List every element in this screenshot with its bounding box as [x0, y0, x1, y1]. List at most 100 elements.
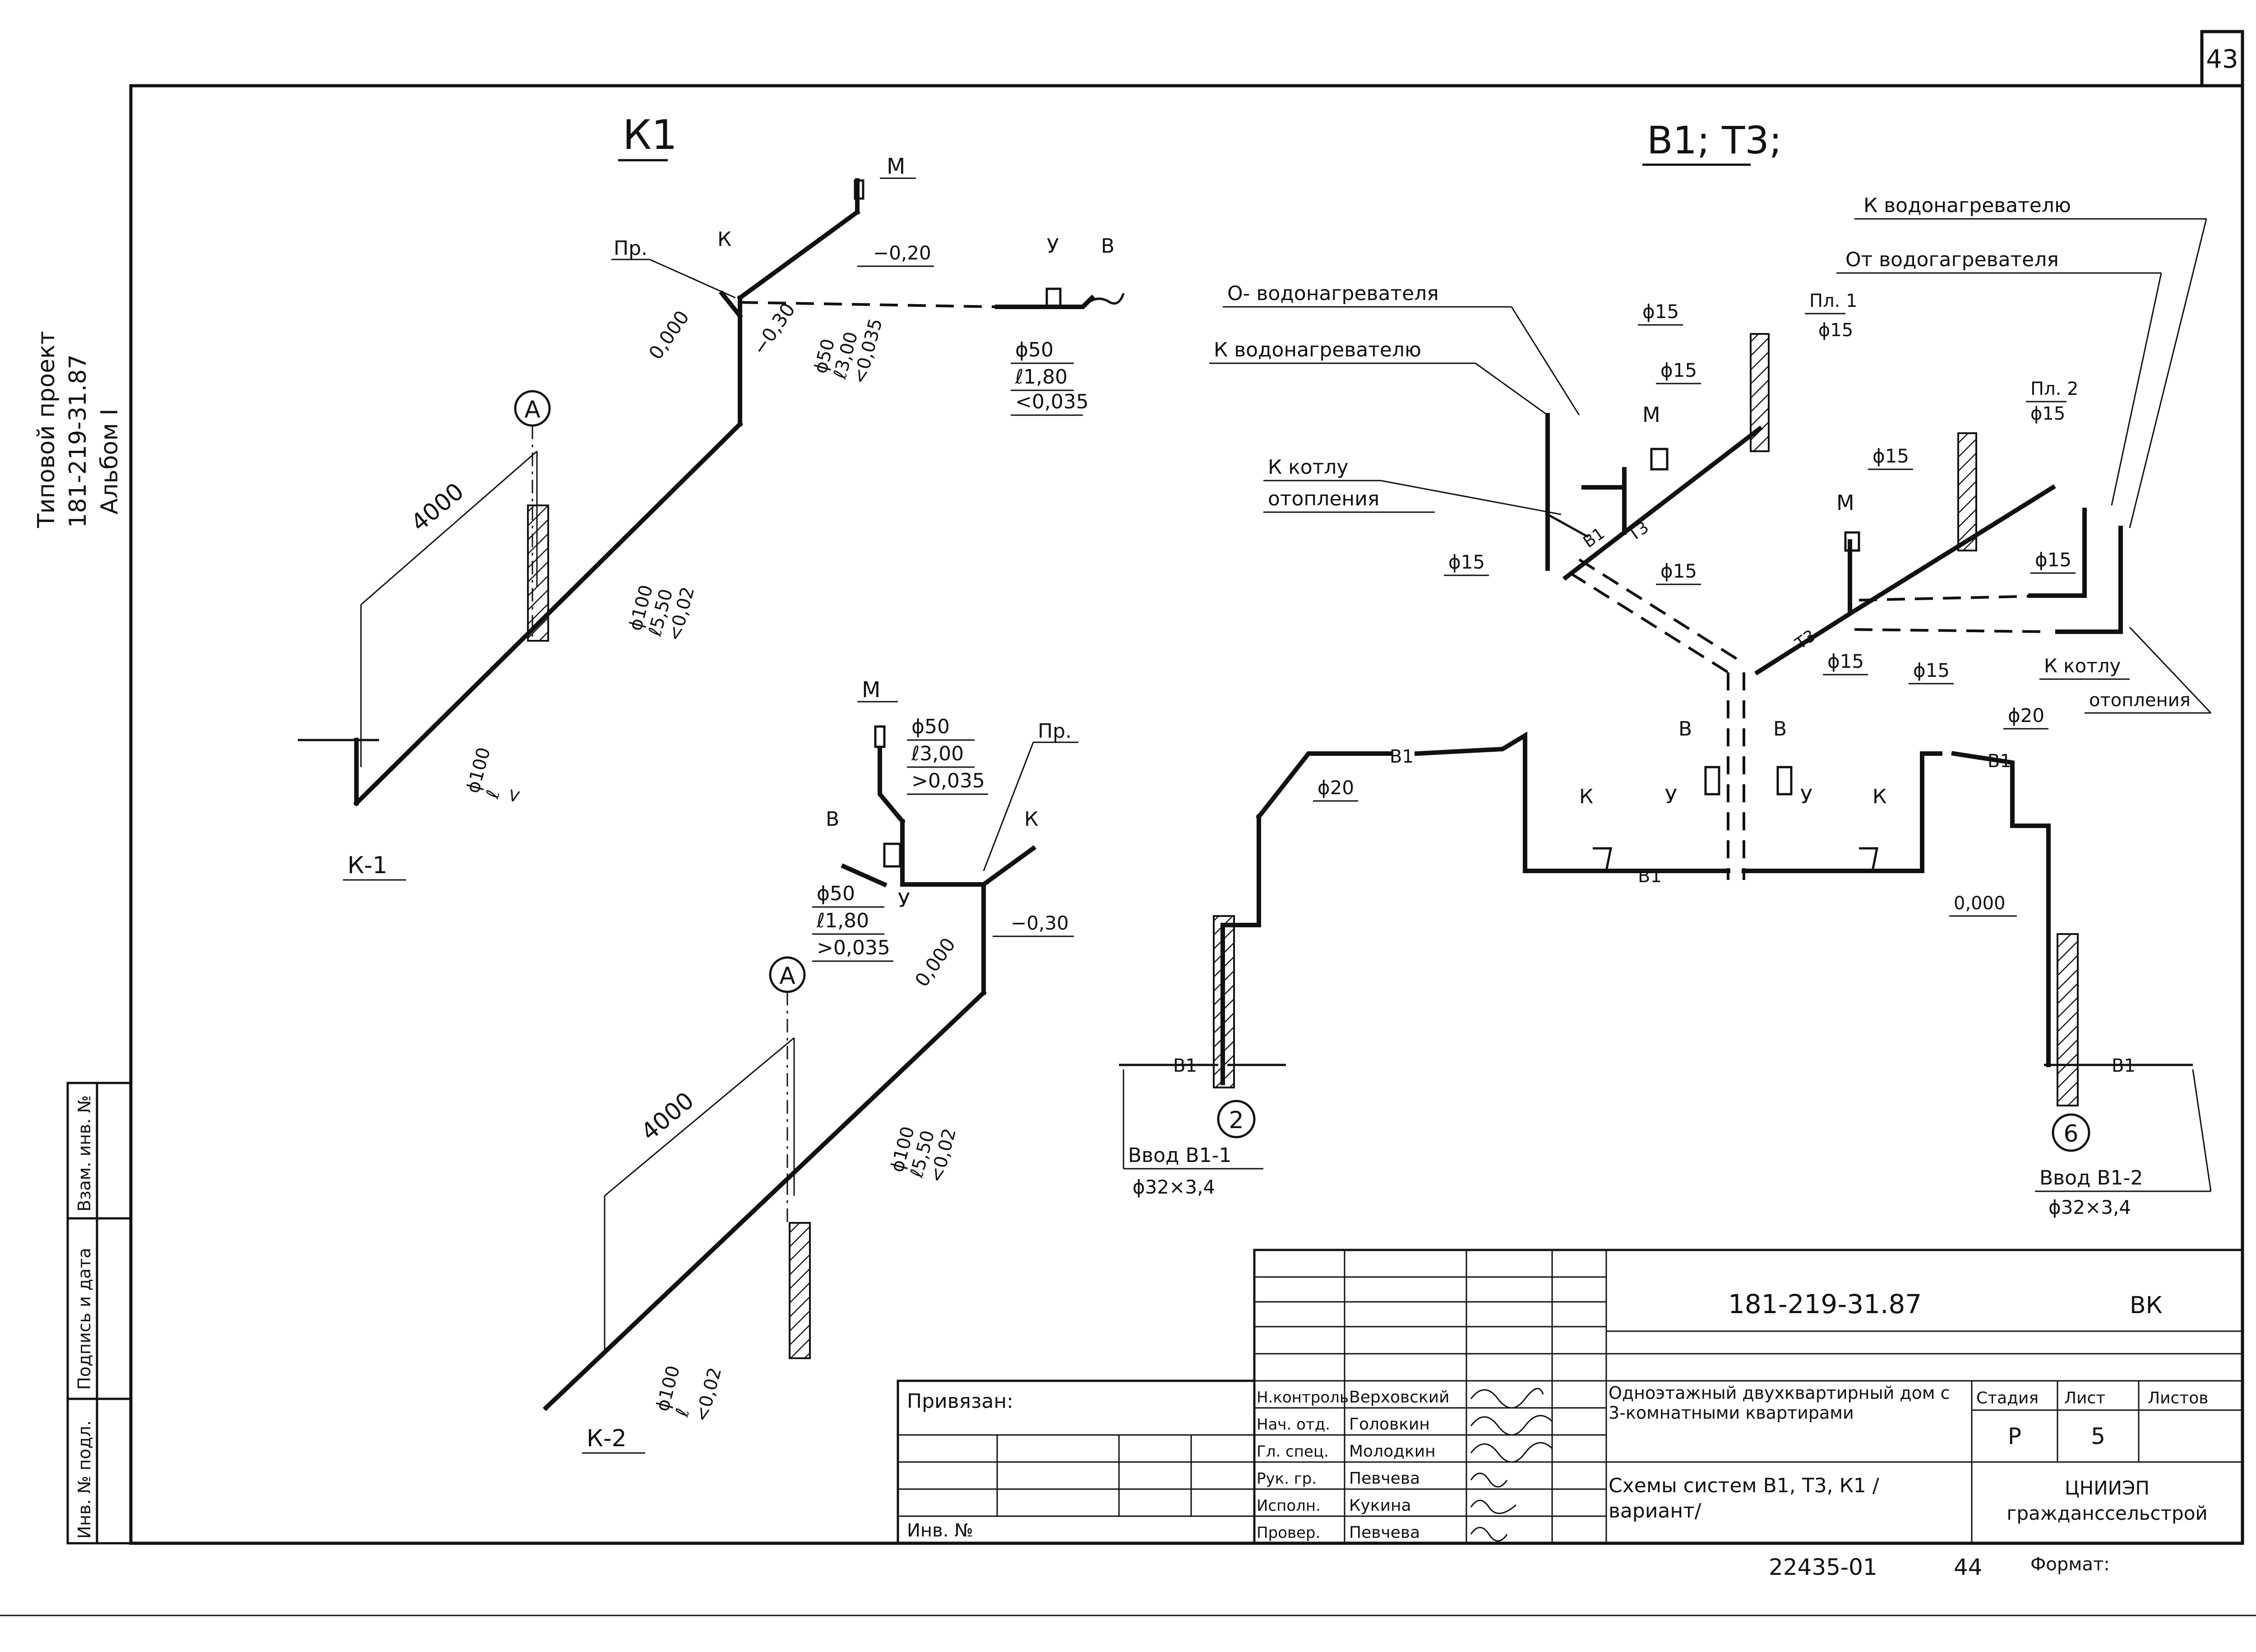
k2-specleft-d: ϕ50 [817, 882, 855, 905]
b1t3-d15-pl1: ϕ15 [1818, 320, 1853, 341]
scheme-k2: 4000 А М ϕ50 ℓ3,00 >0,035 Пр. В У К ϕ50 … [542, 677, 1078, 1454]
k2-spec100b-l: ℓ [671, 1406, 693, 1419]
k2-spectop-s: >0,035 [911, 769, 985, 792]
k1-dim-4000: 4000 [406, 478, 469, 537]
tb-col-sheets: Листов [2148, 1389, 2208, 1407]
k1-label-u: У [1047, 235, 1059, 258]
b1t3-label-k-right: К [1872, 785, 1886, 808]
b1t3-b1-top-right: В1 [1988, 751, 2011, 772]
b1t3-o-heater: О- водонагревателя [1227, 282, 1439, 305]
k1-label-v: В [1101, 235, 1114, 258]
k1-riser-label: К-1 [347, 852, 388, 879]
k2-label-k: К [1024, 808, 1038, 831]
signature-4 [1470, 1472, 1508, 1488]
tb-col-sheet: Лист [2064, 1389, 2105, 1407]
b1t3-label-u-right: У [1800, 785, 1812, 808]
k1-spec100b-d: ϕ100 [462, 745, 495, 795]
sheet-number: 43 [2206, 45, 2238, 74]
b1t3-d20-left: ϕ20 [1318, 777, 1354, 799]
tb-role-6: Провер. [1257, 1524, 1320, 1542]
tb-role-2: Нач. отд. [1257, 1416, 1330, 1434]
k2-label-u: У [898, 889, 910, 912]
tb-name-5: Кукина [1349, 1496, 1411, 1515]
b1t3-input2-size: ϕ32×3,4 [2048, 1196, 2131, 1218]
signature-6 [1470, 1527, 1508, 1542]
b1t3-from-heater: От водогагревателя [1845, 248, 2059, 271]
b1t3-label-u-left: У [1665, 785, 1677, 808]
k1-axis-a: А [524, 396, 541, 423]
side-stamp-line1: Типовой проект [33, 331, 60, 528]
tb-sheet: 5 [2091, 1423, 2105, 1449]
k2-label-v: В [826, 808, 839, 831]
tb-mark: ВК [2130, 1292, 2163, 1319]
tb-role-3: Гл. спец. [1257, 1443, 1329, 1461]
tb-org-box: ЦНИИЭП гражданссельстрой [2006, 1477, 2208, 1524]
k1-label-k: К [717, 228, 731, 251]
signature-2 [1470, 1415, 1553, 1436]
tb-role-4: Рук. гр. [1257, 1470, 1317, 1488]
b1t3-label-k-left: К [1579, 785, 1593, 808]
tb-project-name-box: Одноэтажный двухквартирный дом с 3-комна… [1609, 1383, 1950, 1423]
b1t3-d15-c: ϕ15 [1872, 445, 1909, 467]
b1t3-d15-f: ϕ15 [2035, 549, 2071, 571]
b1t3-to-heater: К водонагревателю [1863, 194, 2071, 217]
tb-project-name: Одноэтажный двухквартирный дом с 3-комна… [1609, 1383, 1950, 1423]
k2-specleft-s: >0,035 [817, 936, 890, 959]
b1t3-to-boiler: К котлу [1268, 456, 1349, 479]
k2-axis-a: А [779, 963, 795, 990]
b1t3-label-m-right: М [1836, 491, 1854, 515]
b1t3-b1-in-right: В1 [2112, 1055, 2136, 1076]
tb-name-2: Головкин [1349, 1415, 1430, 1434]
tb-name-3: Молодкин [1349, 1442, 1436, 1461]
left-strip: Инв. № подл. Подпись и дата Взам. инв. № [66, 1082, 132, 1545]
tb-org: ЦНИИЭП гражданссельстрой [2006, 1477, 2208, 1524]
tb-sheet-title: Схемы систем В1, Т3, К1 /вариант/ [1609, 1474, 1879, 1522]
tb-stage: Р [2008, 1423, 2021, 1449]
b1t3-d15-pl2: ϕ15 [2030, 403, 2065, 424]
b1t3-d15-e: ϕ15 [1660, 560, 1697, 582]
strip-vzam-inv: Взам. инв. № [74, 1095, 94, 1212]
k2-spec100b-d: ϕ100 [652, 1363, 684, 1413]
k1-specu-l: ℓ1,80 [1015, 366, 1068, 389]
tb-name-4: Певчева [1349, 1469, 1420, 1488]
tb-sheet-title-box: Схемы систем В1, Т3, К1 /вариант/ [1609, 1474, 1879, 1522]
tb-col-stage: Стадия [1976, 1389, 2039, 1407]
tb-name-1: Верховский [1349, 1388, 1450, 1407]
tb-role-5: Исполн. [1257, 1497, 1321, 1515]
k2-label-m: М [862, 677, 880, 703]
title-block: Привязан: Инв. № 181-219-31.87 ВК Н.конт… [897, 1249, 2244, 1580]
k1-title: К1 [623, 111, 677, 159]
tb-tied: Привязан: [907, 1390, 1013, 1413]
scheme-b1t3: В1; Т3; [1119, 118, 2212, 1218]
b1t3-b1-top-left: В1 [1390, 746, 1414, 767]
strip-sign-date: Подпись и дата [74, 1248, 94, 1390]
b1t3-d15-a: ϕ15 [1642, 301, 1679, 323]
side-stamp: Типовой проект 181-219-31.87 Альбом I [33, 331, 123, 528]
signature-5 [1470, 1499, 1516, 1514]
side-stamp-line2: 181-219-31.87 [65, 354, 92, 528]
b1t3-axis-2: 2 [1229, 1107, 1244, 1134]
signature-3 [1470, 1442, 1553, 1463]
b1t3-input1-size: ϕ32×3,4 [1133, 1176, 1215, 1198]
b1t3-b1-in-left: В1 [1173, 1055, 1197, 1076]
k1-spec100b-s: < [502, 786, 526, 806]
scheme-k1: К1 4000 А М Пр. К У В −0,20 [298, 111, 1125, 881]
tb-role-1: Н.контроль [1257, 1388, 1349, 1407]
b1t3-d15-b: ϕ15 [1660, 359, 1697, 381]
b1t3-pl1: Пл. 1 [1809, 291, 1858, 311]
k1-label-pr: Пр. [614, 237, 647, 260]
b1t3-heating: отопления [1268, 487, 1379, 510]
k1-level-m030: −0,30 [748, 299, 800, 359]
b1t3-label-v-right: В [1773, 717, 1787, 740]
tb-bottom-num: 44 [1954, 1554, 1983, 1580]
b1t3-d15-d: ϕ15 [1448, 551, 1485, 573]
signature-1 [1470, 1388, 1544, 1409]
tb-format-label: Формат: [2030, 1554, 2110, 1575]
b1t3-to-heater2: К водонагревателю [1214, 338, 1421, 361]
k2-spectop-d: ϕ50 [911, 715, 950, 738]
k1-level-m020: −0,20 [873, 242, 931, 264]
tb-doc-code: 181-219-31.87 [1728, 1289, 1922, 1319]
sheet-number-box [2200, 30, 2244, 88]
b1t3-input2: Ввод В1-2 [2039, 1166, 2143, 1189]
k2-riser-label: К-2 [587, 1425, 627, 1452]
